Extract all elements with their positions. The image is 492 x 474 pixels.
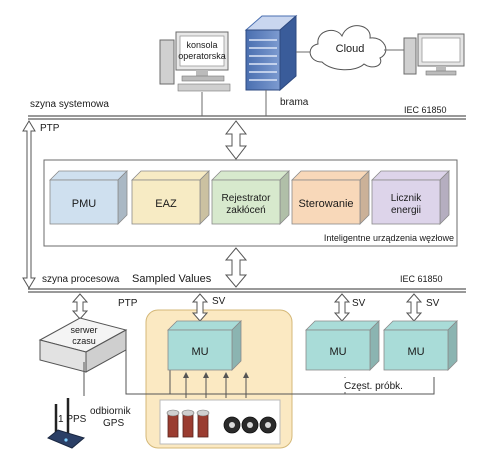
sampled-values-label: Sampled Values (132, 273, 212, 285)
console-label-line2: operatorska (178, 51, 226, 61)
ied-device-2 (131, 170, 210, 225)
merging-unit-3-label: MU (407, 346, 424, 358)
process-bus-label: szyna procesowa (42, 274, 120, 285)
ptp-process-label: PTP (118, 298, 138, 309)
ied-device-1 (49, 170, 128, 225)
sv-label-mu3: SV (426, 298, 440, 309)
ptp-server-arrow (71, 293, 89, 320)
process-bus-standard: IEC 61850 (400, 274, 443, 284)
merging-units: MU MU MU (167, 320, 458, 371)
sensors-frame (159, 399, 281, 445)
ptp-top-label: PTP (40, 123, 60, 134)
merging-unit-2-label: MU (329, 346, 346, 358)
ied-device-1-label: PMU (72, 198, 97, 210)
time-server-label-line1: serwer (70, 325, 97, 335)
sensor-arrows (183, 372, 249, 398)
current-transformers-icon (166, 409, 210, 438)
sampling-label-bg (341, 378, 427, 392)
ied-group-label: Inteligentne urządzenia węzłowe (324, 233, 454, 243)
system-bus-label: szyna systemowa (30, 99, 109, 110)
console-label-line1: konsola (186, 40, 217, 50)
ied-device-4-label: Sterowanie (298, 198, 353, 210)
gps-label-line1: odbiornik (90, 406, 132, 417)
sv-arrow-mu2 (333, 293, 351, 322)
time-server-label-line2: czasu (72, 336, 96, 346)
pps-label: 1 PPS (58, 414, 87, 425)
ied-device-4 (291, 170, 370, 225)
gps-label-line2: GPS (103, 418, 124, 429)
merging-unit-1-label: MU (191, 346, 208, 358)
sampling-frequency-label: Częst. próbk. (344, 381, 403, 392)
sv-label-mu2: SV (352, 298, 366, 309)
cloud-icon (309, 25, 387, 71)
gps-receiver-icon (47, 398, 86, 449)
system-bus-ied-arrow (224, 120, 248, 160)
ied-device-3 (211, 170, 290, 225)
ied-device-5-label-line2: energii (391, 205, 421, 216)
system-bus-standard: IEC 61850 (404, 105, 447, 115)
ied-device-3-label-line2: zakłóceń (226, 205, 265, 216)
desktop-pc-icon (403, 33, 465, 76)
ied-process-bus-arrow (224, 247, 248, 288)
operator-console-icon (159, 31, 231, 92)
gateway-label: brama (280, 97, 309, 108)
ied-device-5-label-line1: Licznik (391, 193, 423, 204)
ied-device-2-label: EAZ (155, 198, 177, 210)
merging-unit-3 (383, 320, 458, 371)
ied-device-3-label-line1: Rejestrator (222, 193, 272, 204)
sampling-clock-line (125, 342, 435, 395)
sv-label-mu1: SV (212, 296, 226, 307)
ptp-left-double-arrow (22, 120, 36, 289)
sv-arrow-mu3 (405, 293, 423, 322)
ied-device-5 (371, 170, 450, 225)
merging-unit-2 (305, 320, 380, 371)
cloud-label: Cloud (336, 43, 365, 55)
merging-unit-1 (167, 320, 242, 371)
gateway-server-icon (244, 14, 298, 92)
voltage-transformers-icon (223, 416, 277, 434)
